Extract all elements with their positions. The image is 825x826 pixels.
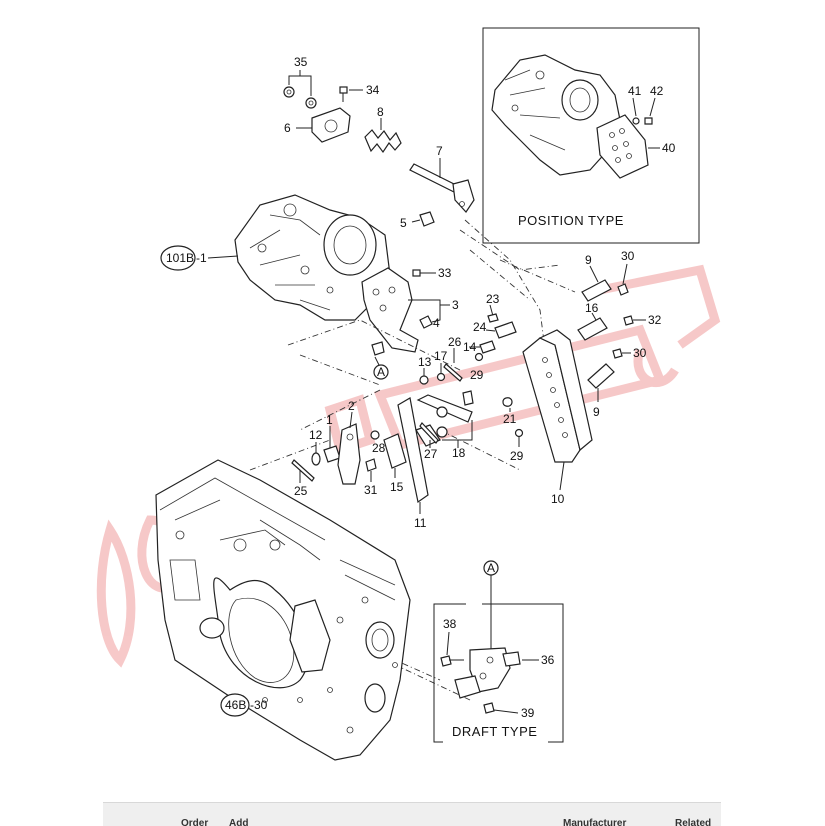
part-33-bolt — [412, 269, 436, 277]
column-order[interactable]: Order — [181, 818, 209, 826]
label-25: 25 — [294, 484, 308, 498]
label-26: 26 — [448, 335, 462, 349]
part-34-bolt — [339, 86, 363, 102]
label-8: 8 — [377, 105, 384, 119]
transmission-case — [155, 459, 411, 761]
label-40: 40 — [662, 141, 676, 155]
label-39: 39 — [521, 706, 535, 720]
part-39-bolt — [483, 702, 519, 714]
part-9-pin-top — [581, 265, 612, 302]
label-12: 12 — [309, 428, 323, 442]
marker-a-top: A — [373, 356, 389, 380]
svg-text:-1: -1 — [196, 251, 207, 265]
part-32-bolt — [623, 315, 646, 326]
svg-text:-30: -30 — [250, 698, 268, 712]
label-4: 4 — [433, 316, 440, 330]
label-21: 21 — [503, 412, 517, 426]
label-28: 28 — [372, 441, 386, 455]
position-type-title: POSITION TYPE — [518, 213, 624, 228]
part-15-plate — [383, 433, 407, 478]
svg-text:46B: 46B — [225, 698, 246, 712]
draft-type-title: DRAFT TYPE — [452, 724, 537, 739]
hydraulic-housing — [234, 194, 391, 321]
part-29-nut-b — [514, 428, 524, 447]
part-5-cap — [411, 211, 435, 227]
label-32: 32 — [648, 313, 662, 327]
part-14-pin — [469, 340, 496, 354]
part-35-nuts — [283, 70, 317, 109]
label-42: 42 — [650, 84, 664, 98]
label-38: 38 — [443, 617, 457, 631]
part-28-washer — [370, 430, 380, 440]
part-17-clip — [436, 363, 446, 382]
label-29a: 29 — [470, 368, 484, 382]
column-add[interactable]: Add — [229, 818, 249, 826]
part-3-bracket — [361, 267, 450, 356]
parts-table-header-bar: Order Add Manufacturer Related — [103, 802, 721, 826]
part-12-washer — [311, 442, 321, 466]
label-7: 7 — [436, 144, 443, 158]
label-31: 31 — [364, 483, 378, 497]
part-25-pin — [291, 459, 315, 483]
part-29-nut-a — [474, 352, 484, 362]
part-6-bracket — [296, 107, 351, 143]
part-30-bolt-mid — [612, 348, 631, 359]
label-5: 5 — [400, 216, 407, 230]
position-type-plate-40 — [596, 97, 660, 179]
label-36: 36 — [541, 653, 555, 667]
label-1: 1 — [326, 413, 333, 427]
label-30b: 30 — [633, 346, 647, 360]
case-ref-46B: 46B -30 — [220, 693, 268, 717]
label-24: 24 — [473, 320, 487, 334]
part-27-pin — [419, 422, 439, 448]
label-18: 18 — [452, 446, 466, 460]
label-9b: 9 — [593, 405, 600, 419]
label-14: 14 — [463, 340, 477, 354]
svg-text:A: A — [377, 365, 385, 379]
position-type-housing — [491, 54, 621, 176]
label-16: 16 — [585, 301, 599, 315]
label-17: 17 — [434, 349, 448, 363]
svg-text:101B: 101B — [166, 251, 194, 265]
housing-ref-101B: 101B -1 — [160, 245, 239, 271]
position-type-box — [482, 27, 700, 244]
label-10: 10 — [551, 492, 565, 506]
svg-text:A: A — [487, 561, 495, 575]
part-36-plate — [454, 647, 539, 699]
part-38-bolt — [440, 631, 464, 667]
part-30-bolt-top — [617, 263, 629, 296]
label-34: 34 — [366, 83, 380, 97]
label-33: 33 — [438, 266, 452, 280]
part-7-shaft — [409, 158, 475, 213]
part-10-link — [522, 329, 593, 491]
part-23-pin — [487, 304, 499, 323]
label-13: 13 — [418, 355, 432, 369]
label-35: 35 — [294, 55, 308, 69]
label-9a: 9 — [585, 253, 592, 267]
part-8-spring — [364, 118, 402, 154]
label-6: 6 — [284, 121, 291, 135]
label-30a: 30 — [621, 249, 635, 263]
part-2-arm — [337, 411, 361, 485]
part-18-link — [416, 390, 474, 448]
label-27: 27 — [424, 447, 438, 461]
label-15: 15 — [390, 480, 404, 494]
column-manufacturer[interactable]: Manufacturer — [563, 818, 627, 826]
part-13-pin — [419, 368, 429, 385]
part-16-pin — [577, 312, 608, 341]
part-24-pin — [485, 321, 517, 339]
part-31-bolt — [365, 458, 377, 482]
label-29b: 29 — [510, 449, 524, 463]
column-related[interactable]: Related — [675, 818, 712, 826]
part-21-clip — [502, 397, 513, 412]
draft-type-box: A — [433, 560, 564, 743]
part-9-pin-bottom — [587, 363, 615, 402]
label-3: 3 — [452, 298, 459, 312]
label-23: 23 — [486, 292, 500, 306]
label-2: 2 — [348, 399, 355, 413]
part-26-pin — [443, 348, 463, 382]
label-41: 41 — [628, 84, 642, 98]
label-11: 11 — [414, 516, 427, 530]
